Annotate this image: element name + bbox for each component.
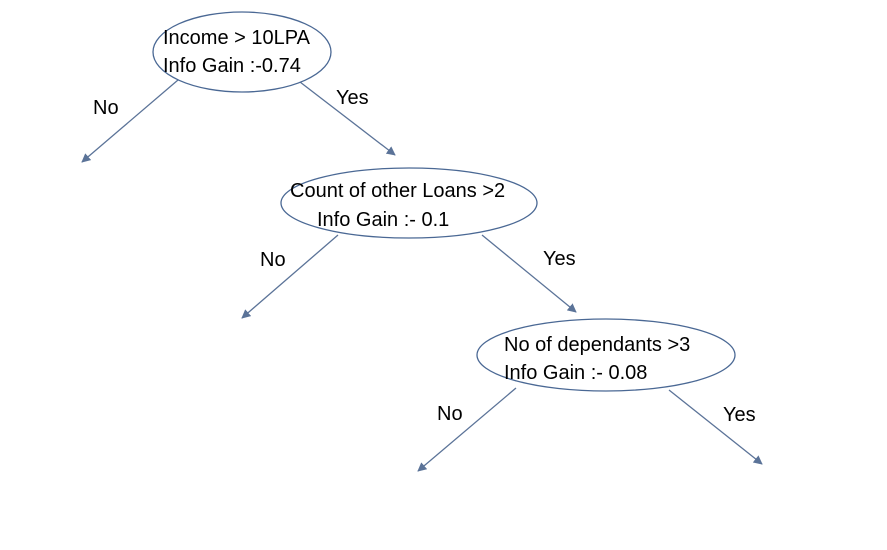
- edge-label-loans-yes: Yes: [543, 248, 576, 270]
- node-income-condition: Income > 10LPA: [163, 27, 311, 49]
- node-income-info-gain: Info Gain :-0.74: [163, 55, 301, 77]
- edge-loans-no: [241, 234, 339, 319]
- node-income: Income > 10LPA Info Gain :-0.74: [152, 11, 332, 93]
- edge-root-no: [81, 79, 179, 163]
- node-dependants-ellipse: [476, 318, 736, 392]
- edge-root-yes: [299, 81, 396, 156]
- edge-loans-yes: [481, 234, 577, 313]
- edge-dependants-yes: [668, 389, 763, 465]
- edge-dependants-no: [417, 387, 517, 472]
- node-loans-info-gain: Info Gain :- 0.1: [317, 209, 449, 231]
- node-dependants-condition: No of dependants >3: [504, 334, 690, 356]
- node-dependants: No of dependants >3 Info Gain :- 0.08: [476, 318, 736, 392]
- edge-labels-group: No Yes No Yes No Yes: [93, 87, 756, 426]
- edge-label-loans-no: No: [260, 249, 286, 271]
- edge-label-root-yes: Yes: [336, 87, 369, 109]
- node-loans: Count of other Loans >2 Info Gain :- 0.1: [280, 167, 538, 239]
- node-income-ellipse: [152, 11, 332, 93]
- node-loans-condition: Count of other Loans >2: [290, 180, 505, 202]
- node-loans-ellipse: [280, 167, 538, 239]
- node-dependants-info-gain: Info Gain :- 0.08: [504, 362, 647, 384]
- edge-label-dependants-yes: Yes: [723, 404, 756, 426]
- edges-group: [81, 79, 763, 472]
- edge-label-root-no: No: [93, 97, 119, 119]
- edge-label-dependants-no: No: [437, 403, 463, 425]
